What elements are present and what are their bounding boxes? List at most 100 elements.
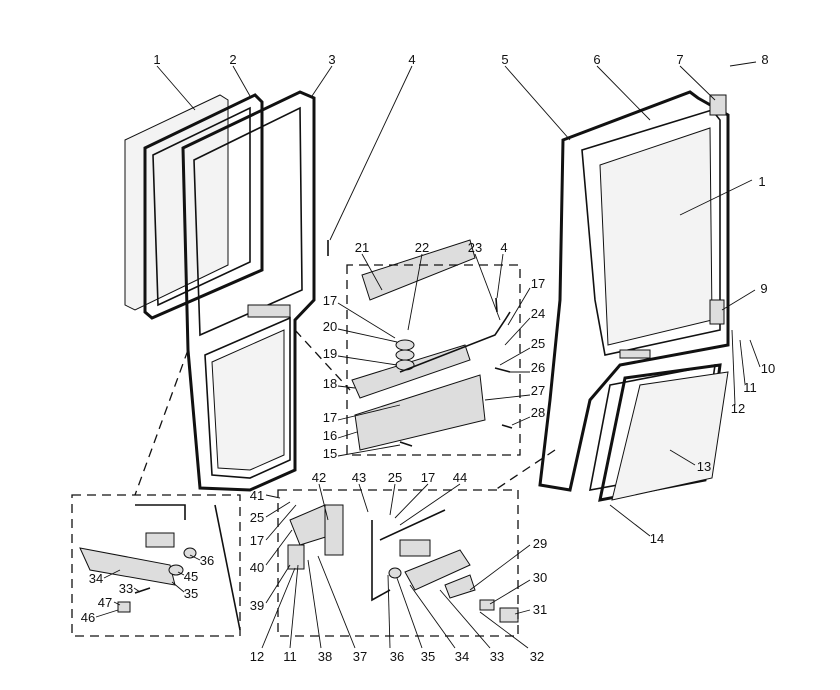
- leader-line: [389, 483, 396, 516]
- leader-line: [337, 431, 358, 439]
- inset-handle: [79, 504, 241, 631]
- callout-bottom: 39: [250, 598, 264, 613]
- leader-line: [265, 501, 291, 518]
- callout-bottom: 32: [530, 649, 544, 664]
- callout-middle: 25: [531, 336, 545, 351]
- leader-line: [504, 65, 571, 141]
- callout-bottom: 41: [250, 488, 264, 503]
- leader-line: [479, 611, 529, 649]
- callout-middle: 17: [323, 293, 337, 308]
- leader-line: [261, 567, 296, 649]
- callout-bottom: 30: [533, 570, 547, 585]
- leader-line: [156, 65, 196, 111]
- inset-box-left: [71, 494, 241, 637]
- callout-bottom: 36: [390, 649, 404, 664]
- callout-inset-left: 47: [98, 595, 112, 610]
- leader-line: [358, 483, 369, 513]
- callout-bottom: 31: [533, 602, 547, 617]
- callout-inset-left: 35: [184, 586, 198, 601]
- leader-line: [489, 579, 531, 605]
- callout-middle: 15: [323, 446, 337, 461]
- callout-top: 10: [761, 361, 775, 376]
- callout-bottom: 11: [283, 649, 297, 664]
- leader-line: [337, 385, 356, 389]
- callout-top: 11: [743, 380, 757, 395]
- callout-middle: 23: [468, 240, 482, 255]
- callout-top: 14: [650, 531, 664, 546]
- callout-middle: 17: [531, 276, 545, 291]
- callout-bottom: 17: [250, 533, 264, 548]
- leader-line: [669, 449, 696, 466]
- callout-top: 9: [760, 281, 767, 296]
- leader-line: [103, 569, 121, 579]
- leader-line: [749, 339, 761, 368]
- leader-line: [469, 544, 531, 591]
- leader-line: [511, 416, 531, 426]
- callout-middle: 21: [355, 240, 369, 255]
- callout-inset-left: 45: [184, 569, 198, 584]
- door-frame-left: [181, 90, 316, 492]
- leader-line: [189, 554, 201, 561]
- leader-line: [329, 65, 413, 241]
- leader-line: [265, 564, 291, 604]
- callout-top: 1: [153, 52, 160, 67]
- callout-bottom: 42: [312, 470, 326, 485]
- leader-line: [484, 394, 531, 401]
- lower-window-right: [588, 363, 729, 502]
- leader-line: [133, 587, 141, 593]
- callout-top: 13: [697, 459, 711, 474]
- callout-middle: 26: [531, 360, 545, 375]
- leader-line: [171, 581, 185, 593]
- leader-line: [232, 65, 251, 97]
- callout-bottom: 44: [453, 470, 467, 485]
- leader-line: [387, 574, 391, 649]
- inset-links: [134, 329, 556, 496]
- callout-middle: 24: [531, 306, 545, 321]
- leader-lines: [95, 61, 761, 649]
- callout-top: 7: [676, 52, 683, 67]
- callout-bottom: 34: [455, 649, 469, 664]
- leader-line: [318, 483, 329, 521]
- callout-top: 6: [593, 52, 600, 67]
- callout-top: 12: [731, 401, 745, 416]
- leader-line: [317, 555, 356, 649]
- callout-middle: 22: [415, 240, 429, 255]
- callout-top: 1: [758, 174, 765, 189]
- leader-line: [679, 65, 716, 101]
- callout-bottom: 37: [353, 649, 367, 664]
- callout-top: 3: [328, 52, 335, 67]
- leader-line: [514, 609, 531, 615]
- callout-bottom: 43: [352, 470, 366, 485]
- leader-line: [504, 317, 531, 346]
- leader-line: [95, 609, 119, 618]
- leader-line: [409, 584, 456, 649]
- callout-top: 5: [501, 52, 508, 67]
- window-glass-left: [124, 93, 264, 320]
- leader-line: [337, 302, 396, 339]
- leader-line: [609, 504, 651, 537]
- leader-line: [721, 289, 756, 311]
- leader-line: [439, 589, 491, 649]
- callout-middle: 17: [323, 410, 337, 425]
- callout-bottom: 40: [250, 560, 264, 575]
- inset-box-rail: [346, 264, 521, 456]
- leader-line: [596, 65, 651, 121]
- callout-inset-left: 36: [200, 553, 214, 568]
- leader-line: [337, 444, 401, 457]
- callout-bottom: 25: [388, 470, 402, 485]
- callout-middle: 18: [323, 376, 337, 391]
- leader-line: [729, 61, 757, 67]
- leader-line: [337, 404, 401, 421]
- leader-line: [731, 329, 736, 406]
- callout-top: 8: [761, 52, 768, 67]
- callout-inset-left: 34: [89, 571, 103, 586]
- callout-middle: 4: [500, 240, 507, 255]
- callout-top: 2: [229, 52, 236, 67]
- leader-line: [739, 339, 746, 385]
- leader-line: [177, 571, 185, 576]
- leader-line: [399, 483, 461, 526]
- callout-bottom: 29: [533, 536, 547, 551]
